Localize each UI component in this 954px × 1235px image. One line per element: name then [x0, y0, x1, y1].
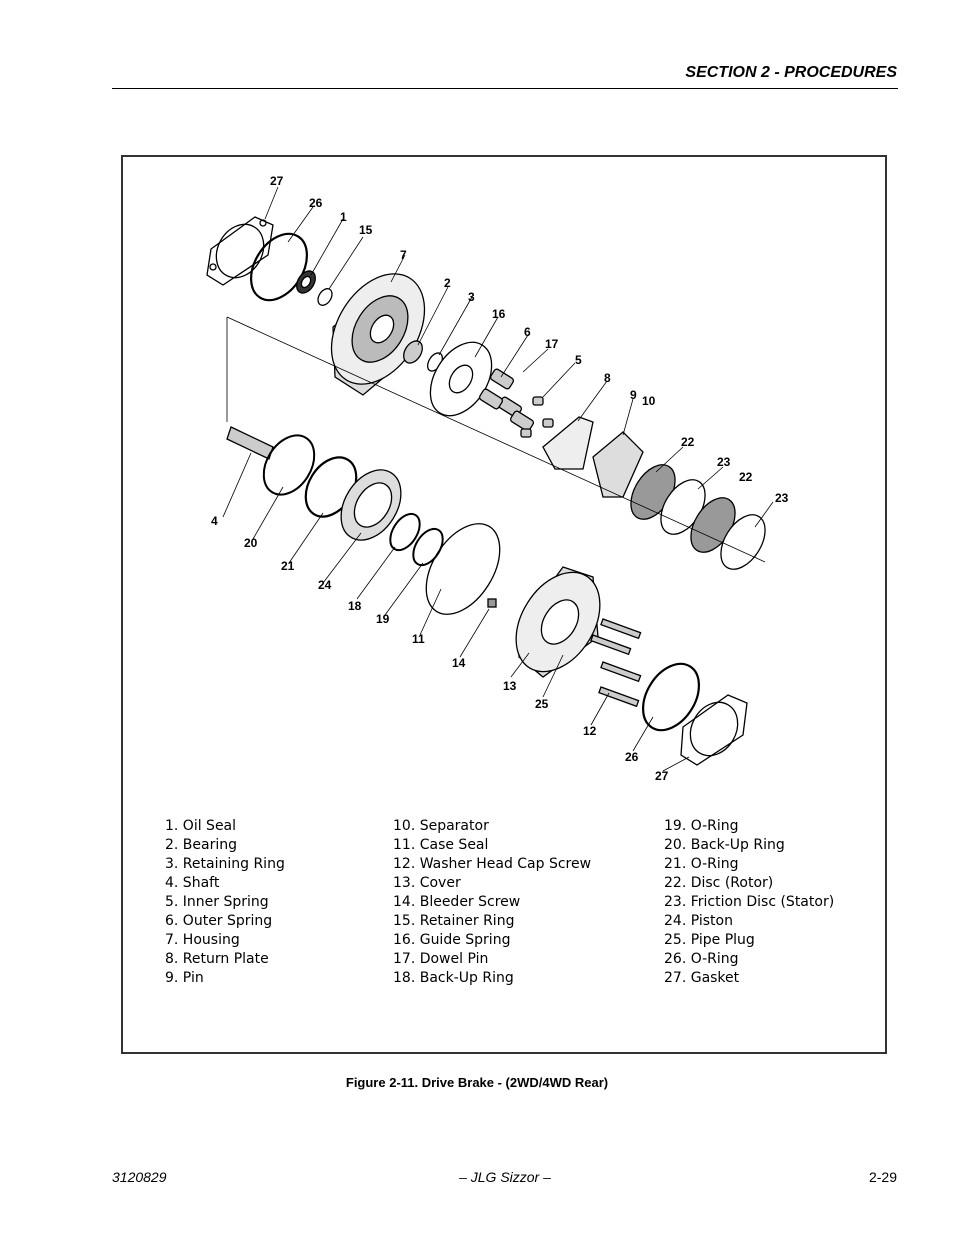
callout-number: 21	[281, 559, 295, 573]
callout-number: 24	[318, 578, 332, 592]
gasket-top	[206, 216, 274, 286]
legend-item: 22. Disc (Rotor)	[664, 875, 774, 891]
callouts: 27 26 1 15 7 2 3 16 6 17 5 8 9 10 22 23 …	[211, 174, 789, 783]
legend-item: 9. Pin	[165, 970, 204, 986]
callout-number: 19	[376, 612, 390, 626]
case-seal	[425, 523, 501, 615]
oil-seal	[296, 270, 316, 294]
legend-item: 12. Washer Head Cap Screw	[393, 856, 592, 872]
exploded-diagram: 27 26 1 15 7 2 3 16 6 17 5 8 9 10 22 23 …	[206, 174, 789, 783]
bleeder-screw	[487, 598, 497, 608]
callout-number: 22	[681, 435, 695, 449]
legend-item: 17. Dowel Pin	[393, 951, 489, 967]
callout-number: 13	[503, 679, 517, 693]
header-rule	[112, 88, 898, 89]
callout-number: 7	[400, 248, 407, 262]
legend-item: 4. Shaft	[165, 875, 220, 891]
callout-number: 9	[630, 388, 637, 402]
callout-number: 8	[604, 371, 611, 385]
legend-item: 19. O-Ring	[664, 818, 739, 834]
leader-lines	[222, 186, 774, 772]
legend-item: 21. O-Ring	[664, 856, 739, 872]
springs	[478, 368, 554, 438]
legend-item: 8. Return Plate	[165, 951, 269, 967]
figure-frame: 27 26 1 15 7 2 3 16 6 17 5 8 9 10 22 23 …	[121, 155, 887, 1054]
legend-item: 5. Inner Spring	[165, 894, 269, 910]
callout-number: 10	[642, 394, 656, 408]
callout-number: 1	[340, 210, 347, 224]
figure-caption: Figure 2-11. Drive Brake - (2WD/4WD Rear…	[345, 1075, 609, 1090]
callout-number: 6	[524, 325, 531, 339]
legend-item: 18. Back-Up Ring	[393, 970, 514, 986]
callout-number: 17	[545, 337, 559, 351]
legend-item: 11. Case Seal	[393, 837, 489, 853]
callout-number: 4	[211, 514, 218, 528]
legend-item: 2. Bearing	[165, 837, 238, 853]
callout-number: 27	[655, 769, 669, 783]
legend-item: 1. Oil Seal	[165, 818, 237, 834]
cap-screws	[590, 618, 642, 708]
legend-item: 10. Separator	[393, 818, 489, 834]
gasket-bottom	[680, 694, 748, 766]
callout-number: 26	[625, 750, 639, 764]
legend-item: 25. Pipe Plug	[664, 932, 755, 948]
callout-number: 20	[244, 536, 258, 550]
legend-item: 14. Bleeder Screw	[393, 894, 521, 910]
legend-item: 26. O-Ring	[664, 951, 739, 967]
callout-number: 14	[452, 656, 466, 670]
callout-number: 27	[270, 174, 284, 188]
callout-number: 23	[775, 491, 789, 505]
callout-number: 5	[575, 353, 582, 367]
section-header: SECTION 2 - PROCEDURES	[685, 64, 897, 81]
alignment-line	[226, 316, 766, 563]
callout-number: 18	[348, 599, 362, 613]
legend-column-1: 1. Oil Seal 2. Bearing 3. Retaining Ring…	[165, 817, 285, 988]
legend-item: 3. Retaining Ring	[165, 856, 285, 872]
footer-page-number: 2-29	[868, 1169, 897, 1185]
back-up-ring-20	[262, 434, 316, 496]
back-up-ring-18	[389, 512, 421, 552]
callout-number: 25	[535, 697, 549, 711]
legend-item: 27. Gasket	[664, 970, 740, 986]
footer-doc-number: 3120829	[112, 1169, 167, 1185]
separator	[592, 431, 644, 498]
legend-item: 20. Back-Up Ring	[664, 837, 785, 853]
callout-number: 11	[412, 632, 425, 646]
callout-number: 22	[739, 470, 753, 484]
footer-title: – JLG Sizzor –	[459, 1169, 551, 1185]
legend-item: 6. Outer Spring	[165, 913, 273, 929]
legend-column-3: 19. O-Ring 20. Back-Up Ring 21. O-Ring 2…	[664, 817, 834, 988]
callout-number: 15	[359, 223, 373, 237]
legend-item: 24. Piston	[664, 913, 733, 929]
friction-disc-2	[720, 514, 766, 570]
legend-item: 15. Retainer Ring	[393, 913, 515, 929]
legend-item: 23. Friction Disc (Stator)	[664, 894, 835, 910]
callout-number: 2	[444, 276, 451, 290]
legend-column-2: 10. Separator 11. Case Seal 12. Washer H…	[393, 817, 591, 988]
retainer-ring	[317, 288, 333, 306]
callout-number: 3	[468, 290, 475, 304]
housing	[330, 273, 426, 396]
legend-item: 13. Cover	[393, 875, 461, 891]
shaft	[226, 426, 274, 460]
callout-number: 12	[583, 724, 597, 738]
cover	[515, 566, 601, 678]
legend-item: 7. Housing	[165, 932, 240, 948]
o-ring-bottom	[642, 662, 700, 732]
callout-number: 26	[309, 196, 323, 210]
legend-item: 16. Guide Spring	[393, 932, 511, 948]
callout-number: 16	[492, 307, 506, 321]
callout-number: 23	[717, 455, 731, 469]
o-ring-19	[412, 527, 444, 567]
